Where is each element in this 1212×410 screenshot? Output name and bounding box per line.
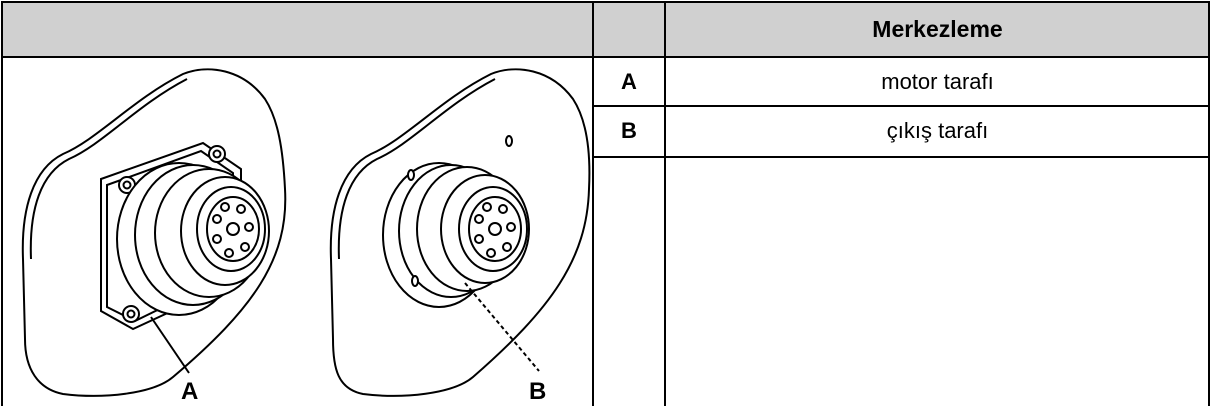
illustration-cell: A B	[3, 59, 591, 405]
table-border-left	[1, 1, 3, 406]
header-title: Merkezleme	[665, 1, 1210, 57]
flange-illustration: A B	[21, 68, 591, 405]
table-border-right	[1208, 1, 1210, 406]
row-b-key: B	[621, 118, 637, 143]
table-border-top	[1, 1, 1210, 3]
image-column-divider	[592, 1, 594, 406]
row-b-divider	[593, 156, 1210, 158]
callout-b: B	[529, 378, 546, 405]
row-a-divider	[593, 105, 1210, 107]
header-divider	[1, 56, 1210, 58]
header-key-cell	[593, 1, 665, 57]
header-image-cell	[1, 1, 593, 57]
row-b-value: çıkış tarafı	[886, 118, 989, 143]
row-a-key: A	[621, 68, 637, 94]
key-column-divider	[664, 1, 666, 406]
row-a-value: motor tarafı	[881, 68, 994, 94]
callout-a: A	[181, 378, 198, 405]
